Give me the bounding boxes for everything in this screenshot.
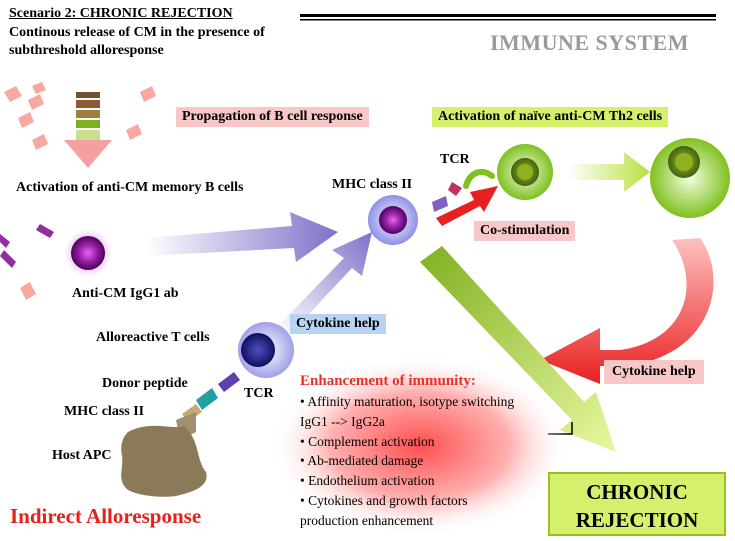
section-title: IMMUNE SYSTEM — [490, 30, 690, 55]
enhancement-list: • Affinity maturation, isotype switching… — [300, 392, 520, 531]
alloreactive-label: Alloreactive T cells — [96, 330, 210, 345]
enhancement-item: • Affinity maturation, isotype switching… — [300, 394, 515, 429]
enhancement-glow — [270, 356, 570, 536]
igg1-label: Anti-CM IgG1 ab — [72, 286, 179, 301]
memory-b-label: Activation of anti-CM memory B cells — [16, 180, 244, 195]
cytokine-help-left-box: Cytokine help — [290, 314, 386, 334]
cm-particles — [4, 82, 156, 300]
cm-release-arrow — [64, 92, 112, 168]
enhancement-item: • Complement activation — [300, 433, 435, 449]
enhancement-item: • Ab-mediated damage — [300, 453, 424, 469]
b-to-mhc-arrow — [146, 212, 338, 262]
activation-th2-box: Activation of naïve anti-CM Th2 cells — [432, 107, 669, 127]
header-rule — [300, 14, 716, 21]
donor-peptide-label: Donor peptide — [102, 376, 188, 391]
chronic-rejection-box: CHRONIC REJECTION — [548, 472, 726, 536]
cytokine-help-curved-arrow — [540, 238, 714, 384]
enhancement-item: • Endothelium activation — [300, 473, 435, 489]
enhancement-item: • Cytokines and growth factors productio… — [300, 492, 468, 528]
alloreactive-t-cell — [238, 322, 294, 378]
indirect-alloresponse-label: Indirect Alloresponse — [10, 504, 202, 528]
enhancement-title: Enhancement of immunity: — [300, 373, 476, 389]
propagation-box: Propagation of B cell response — [176, 107, 369, 127]
tcr-top-label: TCR — [440, 152, 470, 167]
naive-th2-cell — [497, 144, 553, 200]
t-to-mhc-arrow — [278, 232, 372, 334]
costimulation-box: Co-stimulation — [474, 221, 576, 241]
costimulation-arrow — [436, 186, 498, 226]
memory-b-cell — [64, 229, 112, 277]
mhc-class-ii-top-label: MHC class II — [332, 177, 413, 192]
activated-th2-cell — [650, 138, 730, 218]
host-apc-label: Host APC — [52, 448, 112, 463]
scenario-title: Scenario 2: CHRONIC REJECTION — [9, 6, 233, 21]
host-apc — [121, 425, 207, 497]
mhc-class-ii-cell — [368, 182, 462, 245]
mhc-class-ii-bottom-label: MHC class II — [64, 404, 145, 419]
cytokine-help-right-box: Cytokine help — [604, 360, 704, 384]
tcr-bottom-label: TCR — [244, 386, 274, 401]
th2-activation-arrow — [568, 152, 650, 192]
ab-particles — [0, 224, 54, 268]
tcr-hook — [463, 168, 495, 189]
scenario-subtitle: Continous release of CM in the presence … — [9, 25, 265, 58]
